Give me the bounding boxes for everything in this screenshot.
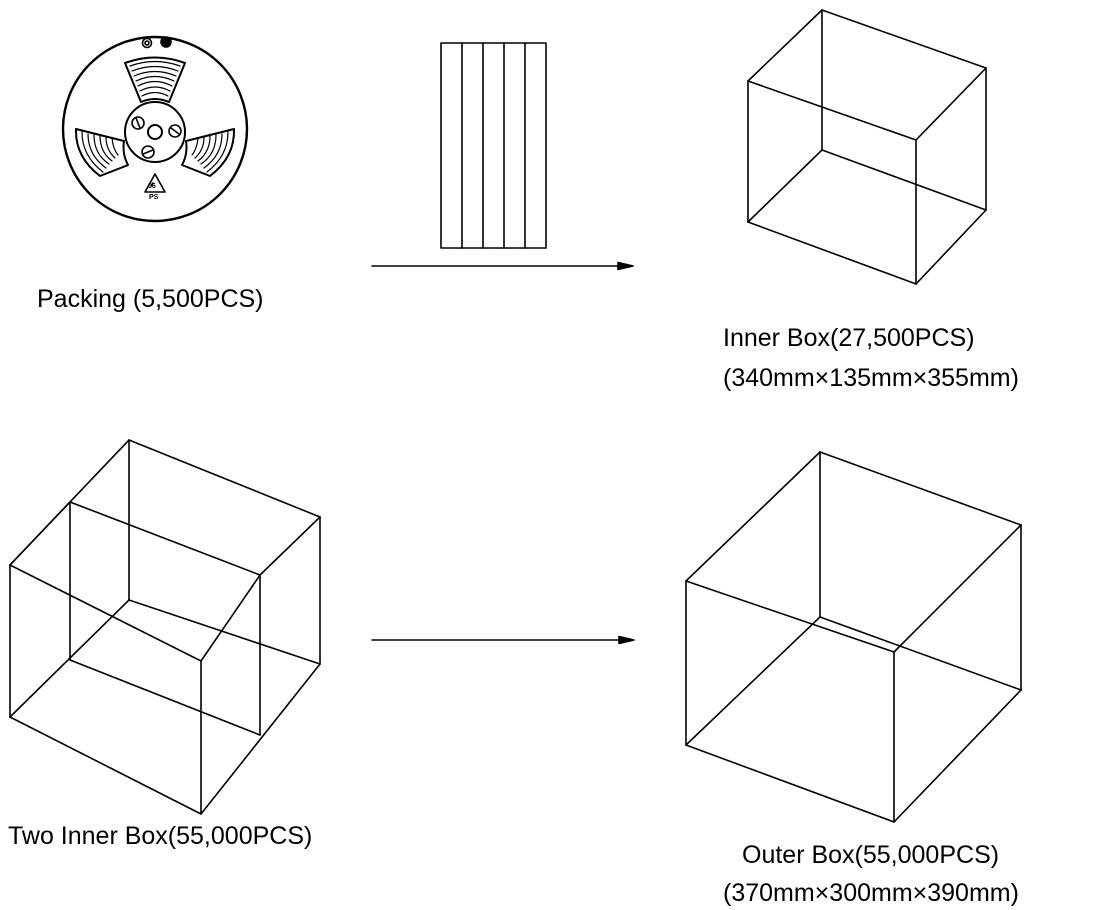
outer-box-dimensions: (370mm×300mm×390mm) [723, 879, 1019, 907]
arrow-right-icon [372, 263, 633, 270]
recycle-symbol-icon [145, 174, 165, 192]
reel-packing-label: Packing (5,500PCS) [37, 285, 264, 313]
inner-box-label: Inner Box(27,500PCS) [723, 324, 975, 352]
outer-box-icon [686, 452, 1021, 822]
two-inner-box-label: Two Inner Box(55,000PCS) [8, 822, 313, 850]
reel-window-right [182, 129, 234, 176]
reel-stack-icon [441, 43, 546, 248]
recycle-code: 06 [148, 183, 156, 190]
inner-box-dimensions: (340mm×135mm×355mm) [723, 364, 1019, 392]
tape-reel-icon [63, 37, 247, 221]
reel-window-top [125, 58, 185, 103]
inner-box-icon [748, 10, 986, 284]
arrow-right-icon [372, 637, 634, 644]
outer-box-label: Outer Box(55,000PCS) [742, 841, 1000, 869]
two-box-icon [10, 440, 320, 814]
reel-window-left [76, 129, 128, 176]
recycle-material: PS [149, 194, 159, 201]
